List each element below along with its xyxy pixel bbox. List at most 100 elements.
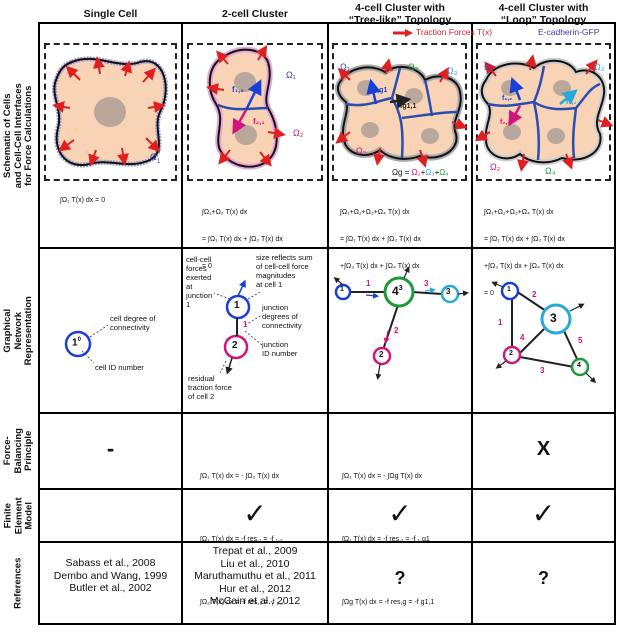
balance-tree-l2: ∫Ω₁ T(x) dx = -f res,₁ = -f ₁,g1 <box>342 536 430 543</box>
tree-edge1-label: 1 <box>366 279 371 288</box>
ref-two-4: McCain et al., 2012 <box>209 595 301 607</box>
svg-text:Ω₁: Ω₁ <box>484 62 494 72</box>
refs-two: Trepat et al., 2009 Liu et al., 2010 Mar… <box>183 545 327 608</box>
grid-vline-1 <box>181 22 183 625</box>
row-header-balance-text: Force- Balancing Principle <box>2 428 35 473</box>
two-network <box>213 279 263 375</box>
loop-node1-label: 1 <box>507 286 511 293</box>
formula-two-l1: ∫Ω₁+Ω₂ T(x) dx <box>202 209 248 216</box>
loop-node4-label: 4 <box>577 362 581 369</box>
traction-arrow-icon <box>393 29 413 37</box>
formula-loop-l1: ∫Ω₁+Ω₂+Ω₃+Ω₄ T(x) dx <box>484 209 554 216</box>
grid-vline-0 <box>38 22 40 625</box>
fem-tree-check: ✓ <box>388 498 412 529</box>
svg-text:Ω₄: Ω₄ <box>408 62 419 72</box>
svg-text:f₁,₂: f₁,₂ <box>232 85 244 94</box>
loop-network <box>491 281 597 384</box>
formula-tree-l2: = ∫Ω₁ T(x) dx + ∫Ω₂ T(x) dx <box>340 236 421 243</box>
formula-loop: ∫Ω₁+Ω₂+Ω₃+Ω₄ T(x) dx = ∫Ω₁ T(x) dx + ∫Ω₂… <box>484 190 565 307</box>
col-header-tree-line2: “Tree-like” Topology <box>348 14 452 26</box>
omega-g-label: Ωg = Ω₂+Ω₃+Ω₄ <box>392 168 448 177</box>
balance-two-l2: ∫Ω₁ T(x) dx = -f res,₁ = -f ₁,₂ <box>200 536 283 543</box>
grid-vline-2 <box>327 22 329 625</box>
schematic-drawings: Ω 1 Ω₁ Ω₂ f₁,₂ f₂,₁ <box>51 44 614 177</box>
grid-hline-1 <box>38 247 616 249</box>
tree-node1-label: 1 <box>340 286 344 293</box>
loop-node2-label: 2 <box>509 350 513 357</box>
tree-node4-label: 43 <box>392 284 403 298</box>
grid-hline-3 <box>38 488 616 490</box>
tree-node4-sup: 3 <box>398 285 403 292</box>
col-header-single-text: Single Cell <box>83 8 138 20</box>
balance-loop: X <box>536 438 551 460</box>
grid-hline-4 <box>38 541 616 543</box>
col-header-loop: 4-cell Cluster with “Loop” Topology <box>473 2 614 26</box>
formula-loop-l3: +∫Ω₃ T(x) dx + ∫Ω₄ T(x) dx <box>484 263 564 270</box>
formula-tree: ∫Ω₁+Ω₂+Ω₃+Ω₄ T(x) dx = ∫Ω₁ T(x) dx + ∫Ω₂… <box>340 190 421 307</box>
refs-single: Sabass et al., 2008 Dembo and Wang, 1999… <box>40 557 181 595</box>
col-header-loop-line1: 4-cell Cluster with <box>498 2 589 14</box>
single-omega-label: Ω <box>150 152 157 162</box>
loop-edge5-label: 5 <box>578 336 583 345</box>
balance-two-l3: ∫Ω₂ T(x) dx = -f res,₂ = -f ₂,₁ <box>200 599 284 606</box>
formula-tree-l3: +∫Ω₃ T(x) dx + ∫Ω₄ T(x) dx <box>340 263 420 270</box>
loop-edge3-label: 3 <box>540 366 545 375</box>
ann-cell-degree: cell degree of connectivity <box>110 314 156 332</box>
svg-text:1: 1 <box>157 159 161 165</box>
col-header-two-cell: 2-cell Cluster <box>183 8 327 20</box>
grid-hline-0 <box>38 22 616 24</box>
legend-ecad-text: E-cadherin-GFP <box>538 27 600 37</box>
svg-text:Ω₂: Ω₂ <box>356 146 367 156</box>
legend: Traction Forces T(x) E-cadherin-GFP <box>392 26 614 40</box>
svg-text:f₂,₁: f₂,₁ <box>500 119 510 126</box>
balance-two: ∫Ω₁ T(x) dx = - ∫Ω₂ T(x) dx ∫Ω₁ T(x) dx … <box>200 424 283 634</box>
ref-two-2: Maruthamuthu et al., 2011 <box>194 570 316 582</box>
svg-text:f₂,₁: f₂,₁ <box>253 117 265 126</box>
balance-tree: ∫Ω₁ T(x) dx = - ∫Ωg T(x) dx ∫Ω₁ T(x) dx … <box>342 424 434 634</box>
legend-traction-text: Traction Forces T(x) <box>416 27 493 37</box>
refs-loop: ? <box>538 568 549 588</box>
col-header-loop-line2: “Loop” Topology <box>500 14 587 26</box>
svg-text:Ω₄: Ω₄ <box>545 166 556 176</box>
ann-junction-degrees: junction degrees of connectivity <box>262 303 302 330</box>
svg-text:fg1,1: fg1,1 <box>400 103 416 110</box>
row-header-fem-text: Finite Element Model <box>2 497 35 534</box>
svg-text:f₁,g1: f₁,g1 <box>372 87 387 94</box>
row-header-refs: References <box>0 543 38 623</box>
refs-tree: ? <box>394 568 406 588</box>
ann-cell-id: cell ID number <box>95 363 144 372</box>
balance-single: - <box>106 436 115 461</box>
fem-two-check: ✓ <box>243 498 267 529</box>
row-refs-text: References <box>12 557 24 609</box>
loop-node3-label: 3 <box>550 311 557 325</box>
single-node-label: 10 <box>72 337 81 348</box>
grid-hline-2 <box>38 412 616 414</box>
svg-text:f₁,₂: f₁,₂ <box>502 95 512 102</box>
col-header-tree-line1: 4-cell Cluster with <box>355 2 445 14</box>
ann-junction-id: junction ID number <box>262 340 298 358</box>
formula-two: ∫Ω₁+Ω₂ T(x) dx = ∫Ω₁ T(x) dx + ∫Ω₂ T(x) … <box>202 190 283 280</box>
single-cell-shape: Ω 1 <box>51 56 169 168</box>
two-node1-label: 1 <box>234 300 240 311</box>
svg-text:Ω₁: Ω₁ <box>340 62 350 72</box>
ann-cell-cell-forces: cell-cell forces exerted at junction 1 <box>186 255 213 309</box>
schematic-box-tree <box>332 43 467 181</box>
svg-text:f₃,₁: f₃,₁ <box>566 99 577 106</box>
formula-tree-l1: ∫Ω₁+Ω₂+Ω₃+Ω₄ T(x) dx <box>340 209 410 216</box>
formula-two-l2: = ∫Ω₁ T(x) dx + ∫Ω₂ T(x) dx <box>202 236 283 243</box>
row-header-fem: Finite Element Model <box>0 490 38 541</box>
balance-two-l1: ∫Ω₁ T(x) dx = - ∫Ω₂ T(x) dx <box>200 473 280 480</box>
ref-single-2: Butler et al., 2002 <box>69 582 152 594</box>
col-header-single: Single Cell <box>40 8 181 20</box>
loop-edge1-label: 1 <box>498 318 503 327</box>
ref-single-0: Sabass et al., 2008 <box>65 557 156 569</box>
ref-two-3: Hur et al., 2012 <box>219 582 291 595</box>
ref-two-0: Trepat et al., 2009 <box>212 545 298 557</box>
schematic-box-single <box>44 43 177 181</box>
row-header-balance: Force- Balancing Principle <box>0 414 38 488</box>
col-header-two-text: 2-cell Cluster <box>222 8 288 20</box>
row-fem-l3: Model <box>23 501 35 530</box>
svg-text:Ω₃: Ω₃ <box>594 62 605 72</box>
single-node-sup: 0 <box>77 337 81 343</box>
formula-loop-l4: = 0 <box>484 290 494 297</box>
